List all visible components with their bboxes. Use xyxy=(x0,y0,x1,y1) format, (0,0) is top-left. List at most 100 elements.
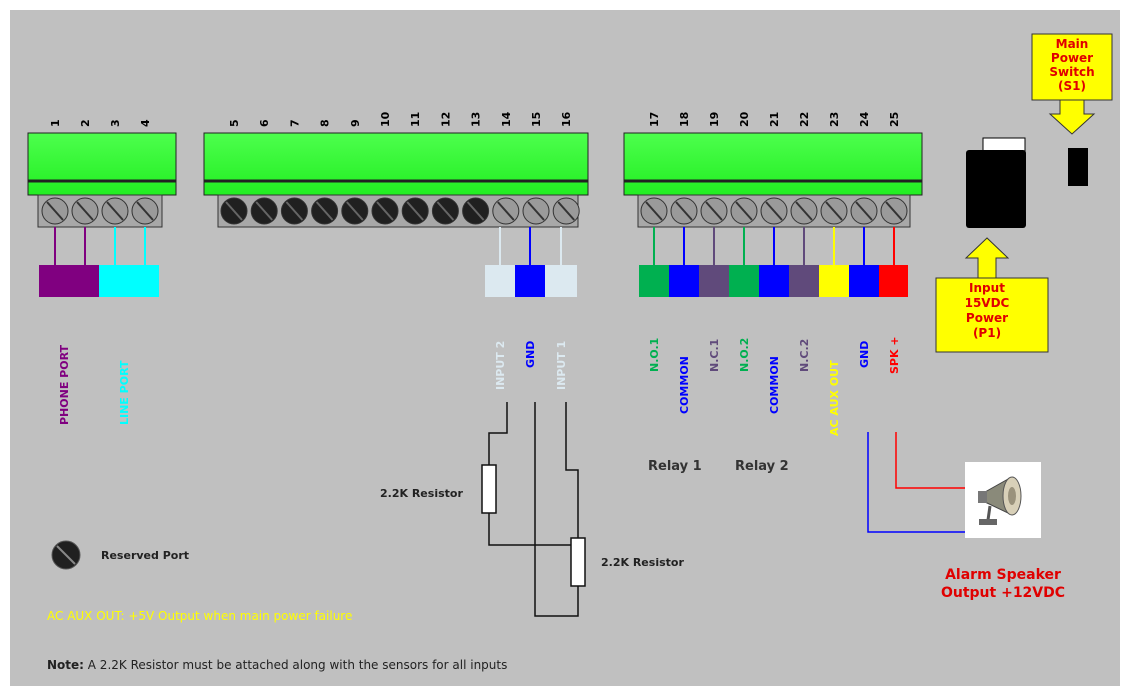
screw-slot-10 xyxy=(376,201,394,221)
input1-connector xyxy=(545,265,577,297)
spk-connector xyxy=(879,265,908,297)
pin-number-20: 20 xyxy=(738,111,751,127)
gnd-out-connector xyxy=(849,265,879,297)
input2-connector xyxy=(485,265,515,297)
phone-connector xyxy=(39,265,99,297)
pin-number-15: 15 xyxy=(530,112,543,127)
speaker-wire-spk xyxy=(895,432,972,489)
panel-background xyxy=(10,10,1120,686)
common1-label: COMMON xyxy=(678,356,691,414)
pin-number-8: 8 xyxy=(319,119,332,127)
main-power-line-1: Main xyxy=(1056,37,1089,51)
relay1-label: Relay 1 xyxy=(648,459,702,474)
screw-slot-15 xyxy=(527,201,545,221)
short-wires xyxy=(54,227,895,265)
screw-slot-21 xyxy=(765,201,783,221)
nc2-label: N.C.2 xyxy=(798,339,811,372)
reserved-port-legend: Reserved Port xyxy=(51,540,189,570)
screw-slot-3 xyxy=(106,201,124,221)
alarm-line-2: Output +12VDC xyxy=(941,585,1065,601)
reserved-port-label: Reserved Port xyxy=(101,549,189,562)
main-power-line-4: (S1) xyxy=(1058,79,1086,93)
screw-slot-7 xyxy=(285,201,304,221)
pin-number-17: 17 xyxy=(648,112,661,127)
pin-number-25: 25 xyxy=(888,112,901,127)
port-labels: PHONE PORT LINE PORT INPUT 2 GND INPUT 1… xyxy=(58,336,901,436)
common1-connector xyxy=(669,265,699,297)
pin-number-24: 24 xyxy=(858,111,871,127)
screw-slot-25 xyxy=(885,201,903,221)
resistor-1-label: 2.2K Resistor xyxy=(380,487,463,500)
pin-number-14: 14 xyxy=(500,111,513,127)
note-prefix: Note: xyxy=(47,658,84,672)
screw-slot-4 xyxy=(136,201,154,221)
pin-number-19: 19 xyxy=(708,112,721,127)
screw-slot-8 xyxy=(315,201,334,221)
aux-connector xyxy=(819,265,849,297)
screw-slot-17 xyxy=(645,201,663,221)
gnd-out-label: GND xyxy=(858,341,871,368)
screws xyxy=(41,197,908,225)
screw-slot-14 xyxy=(497,201,515,221)
ac-aux-label: AC AUX OUT xyxy=(828,360,841,436)
resistor-wiring xyxy=(481,402,586,617)
input-power-callout: Input 15VDC Power (P1) xyxy=(935,237,1049,353)
terminal-block-c xyxy=(623,132,923,196)
alarm-line-1: Alarm Speaker xyxy=(945,567,1061,583)
screw-slot-20 xyxy=(735,201,753,221)
screw-slot-24 xyxy=(855,201,873,221)
pin-number-3: 3 xyxy=(109,119,122,127)
pin-number-12: 12 xyxy=(439,112,452,127)
pin-number-10: 10 xyxy=(379,111,392,127)
pin-number-22: 22 xyxy=(798,112,811,127)
input-power-line-2: 15VDC xyxy=(965,296,1010,310)
footer-note: Note: A 2.2K Resistor must be attached a… xyxy=(47,658,507,672)
pin-number-7: 7 xyxy=(288,119,301,127)
screw-slot-22 xyxy=(795,201,813,221)
pin-number-23: 23 xyxy=(828,112,841,127)
screw-slot-6 xyxy=(255,201,273,221)
power-jack xyxy=(966,137,1026,228)
pin-number-6: 6 xyxy=(258,119,271,127)
common2-connector xyxy=(759,265,789,297)
screw-slot-9 xyxy=(346,201,364,221)
pin-number-9: 9 xyxy=(349,119,362,127)
common2-label: COMMON xyxy=(768,356,781,414)
line-connector xyxy=(99,265,159,297)
no2-connector xyxy=(729,265,759,297)
screw-slot-11 xyxy=(406,201,424,221)
no1-label: N.O.1 xyxy=(648,338,661,372)
aux-note: AC AUX OUT: +5V Output when main power f… xyxy=(47,609,352,623)
main-power-switch-callout: Main Power Switch (S1) xyxy=(1031,33,1113,135)
screw-slot-23 xyxy=(825,201,843,221)
screw-slot-1 xyxy=(46,201,64,221)
pin-number-4: 4 xyxy=(139,119,152,127)
line-port-label: LINE PORT xyxy=(118,360,131,425)
no2-label: N.O.2 xyxy=(738,338,751,372)
screw-slot-19 xyxy=(705,201,723,221)
relay2-label: Relay 2 xyxy=(735,459,789,474)
input-power-line-4: (P1) xyxy=(973,326,1001,340)
pin-number-2: 2 xyxy=(79,119,92,127)
main-power-line-2: Power xyxy=(1051,51,1093,65)
nc2-connector xyxy=(789,265,819,297)
resistor-2-label: 2.2K Resistor xyxy=(601,556,684,569)
terminal-block-b xyxy=(203,132,589,196)
nc1-label: N.C.1 xyxy=(708,339,721,372)
screw-slot-18 xyxy=(675,201,693,221)
phone-port-label: PHONE PORT xyxy=(58,344,71,425)
input-power-line-3: Power xyxy=(966,311,1008,325)
speaker-wire-gnd xyxy=(867,432,968,533)
input1-label: INPUT 1 xyxy=(555,341,568,390)
terminal-block-a xyxy=(27,132,177,196)
connector-blocks xyxy=(39,265,908,297)
input2-label: INPUT 2 xyxy=(494,341,507,390)
pin-number-11: 11 xyxy=(409,112,422,127)
pin-number-13: 13 xyxy=(470,112,483,127)
screw-slot-13 xyxy=(466,201,485,221)
pin-number-16: 16 xyxy=(560,111,573,127)
nc1-connector xyxy=(699,265,729,297)
